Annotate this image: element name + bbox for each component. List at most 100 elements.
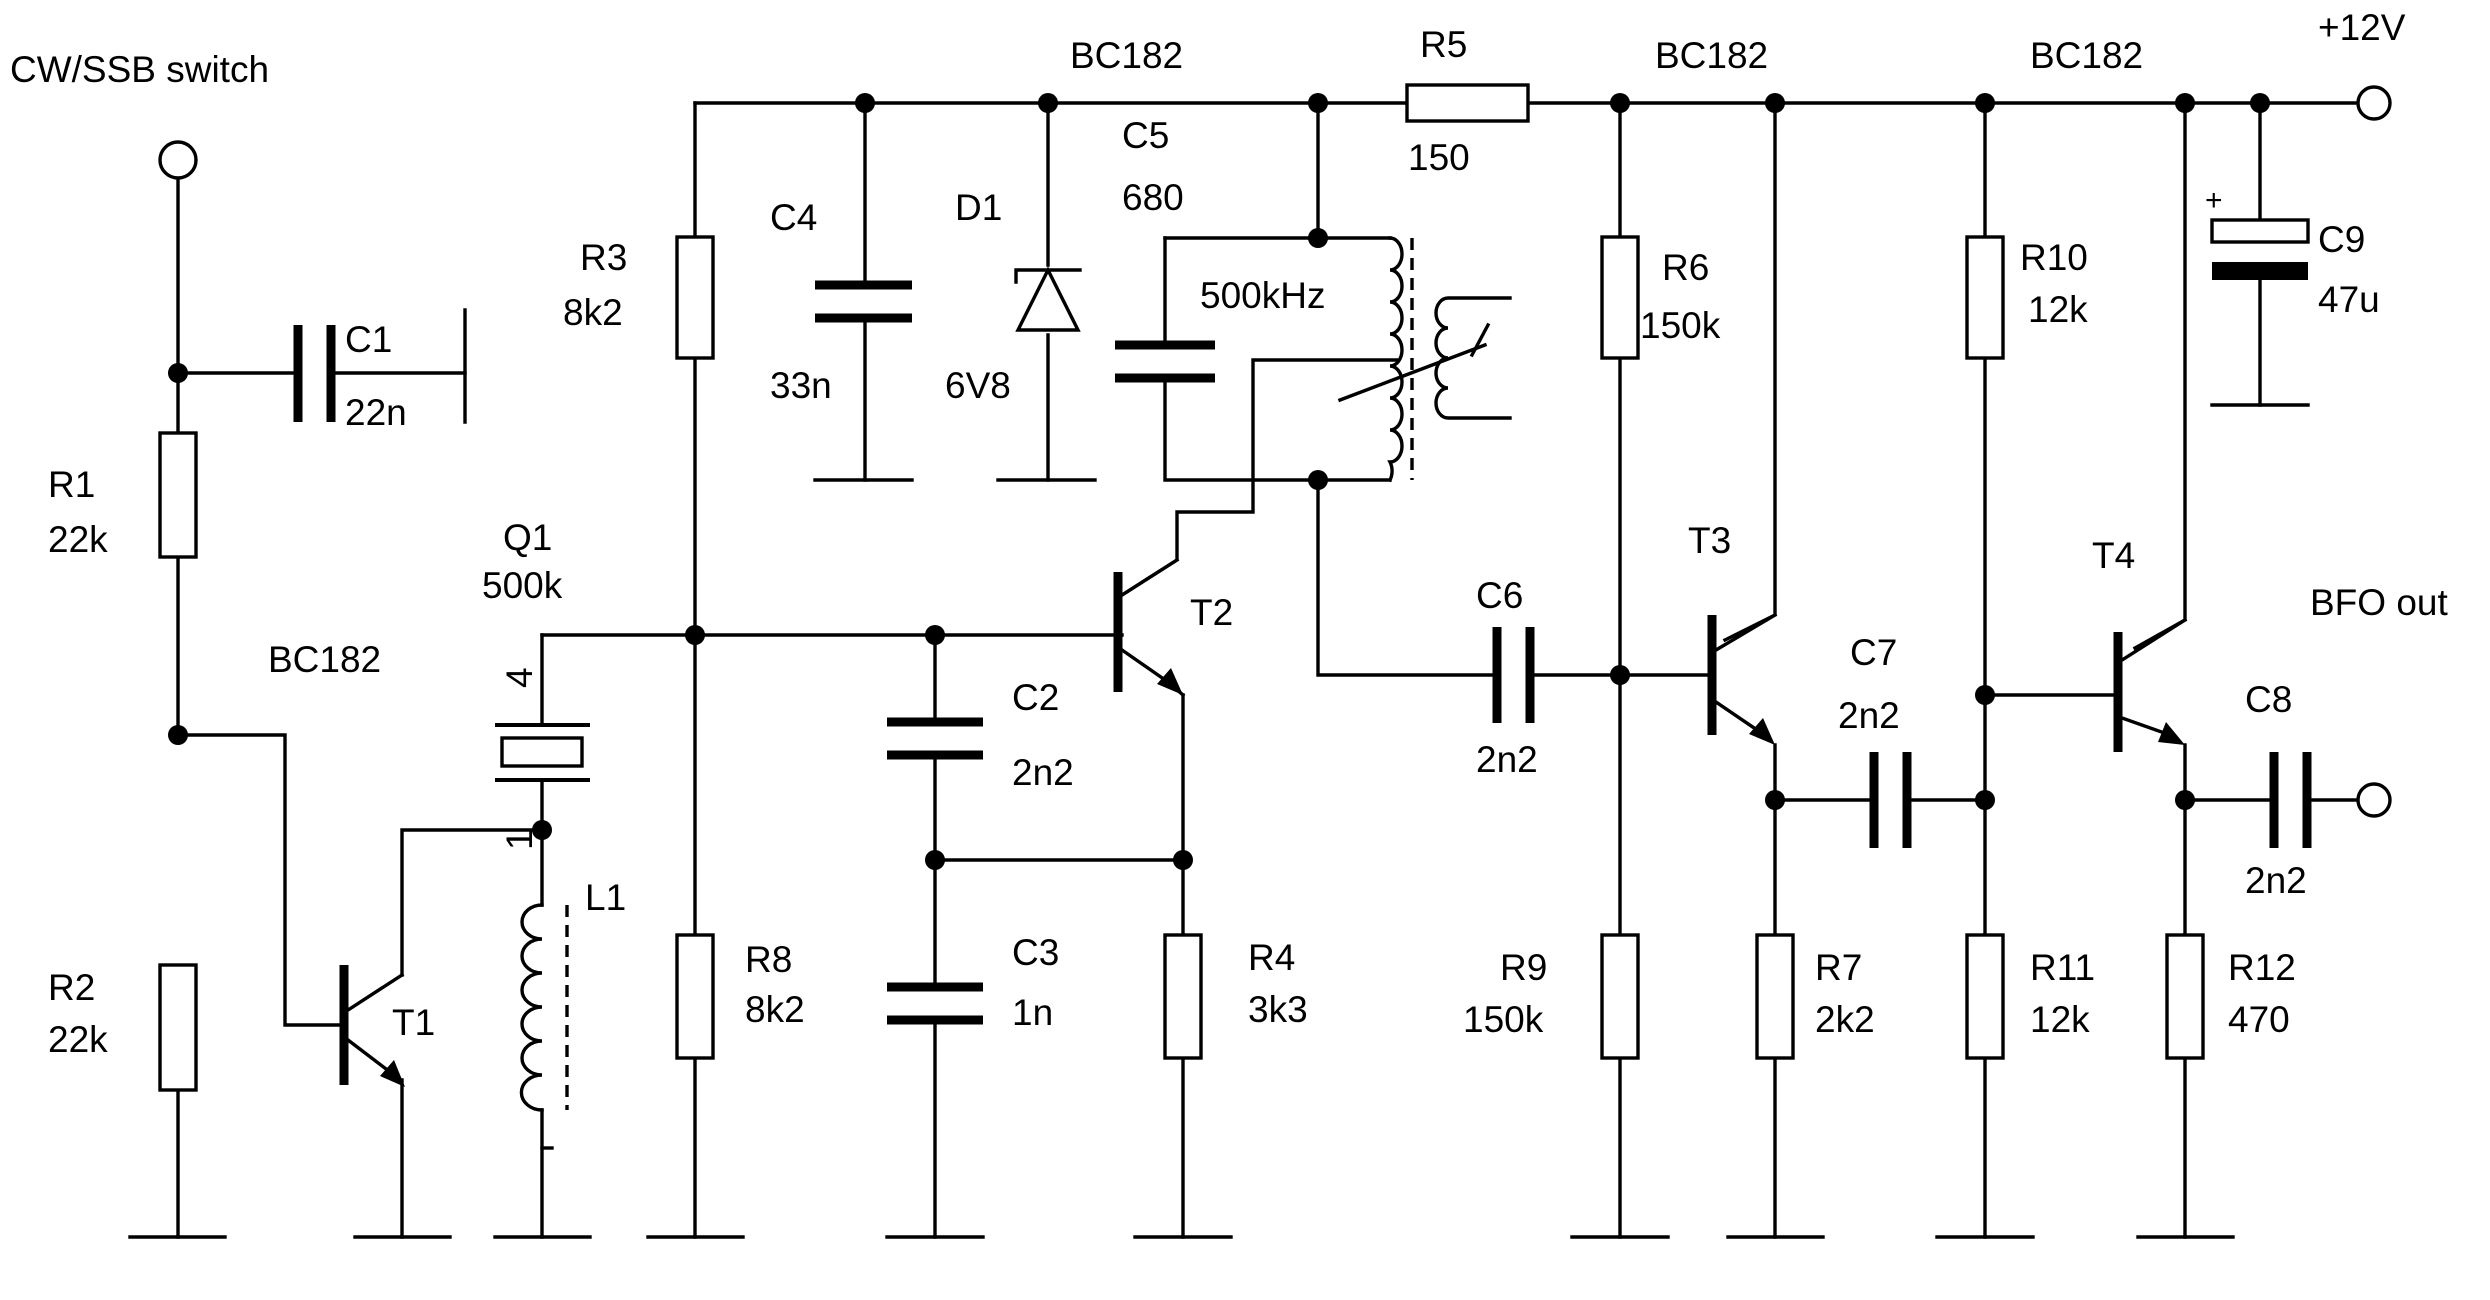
t1-transistor [339, 965, 405, 1087]
transistors [339, 557, 2188, 1087]
q1-crystal [495, 723, 590, 782]
q1-name: Q1 [503, 517, 552, 558]
t4-name: T4 [2092, 535, 2135, 576]
d1-value: 6V8 [945, 365, 1011, 406]
r12-resistor [2165, 933, 2205, 1060]
capacitors [293, 218, 2312, 1025]
c1-value: 22n [345, 392, 407, 433]
r5-name: R5 [1420, 24, 1467, 65]
supply-terminal [2356, 85, 2392, 121]
q1-pin4: 4 [499, 667, 540, 688]
c9-value: 47u [2318, 279, 2380, 320]
d1-name: D1 [955, 187, 1002, 228]
t2-name: T2 [1190, 592, 1233, 633]
r9-value: 150k [1463, 999, 1544, 1040]
r8-value: 8k2 [745, 989, 805, 1030]
r3-name: R3 [580, 237, 627, 278]
c3-value: 1n [1012, 992, 1053, 1033]
c3-capacitor [887, 982, 983, 1025]
r9-resistor [1600, 933, 1640, 1060]
c2-name: C2 [1012, 677, 1059, 718]
c6-capacitor [1492, 627, 1535, 723]
wires [176, 101, 2376, 1239]
r6-name: R6 [1662, 247, 1709, 288]
junction-dots [168, 93, 2270, 870]
bfo-output-terminal [2356, 782, 2392, 818]
r4-name: R4 [1248, 937, 1295, 978]
r4-value: 3k3 [1248, 989, 1308, 1030]
resistors [158, 83, 2205, 1092]
c9-name: C9 [2318, 219, 2365, 260]
c3-name: C3 [1012, 932, 1059, 973]
supply-label: +12V [2318, 7, 2406, 48]
t1-name: T1 [392, 1002, 435, 1043]
r6-value: 150k [1640, 305, 1721, 346]
c5-name: C5 [1122, 115, 1169, 156]
r5-resistor [1405, 83, 1530, 123]
r8-name: R8 [745, 939, 792, 980]
l1-name: L1 [585, 877, 626, 918]
c8-name: C8 [2245, 679, 2292, 720]
c4-value: 33n [770, 365, 832, 406]
r1-value: 22k [48, 519, 108, 560]
q1-pin1: 1 [499, 829, 540, 850]
r2-value: 22k [48, 1019, 108, 1060]
r7-name: R7 [1815, 947, 1862, 988]
r2-resistor [158, 963, 198, 1092]
r1-name: R1 [48, 464, 95, 505]
t4-type: BC182 [2030, 35, 2143, 76]
t3-type: BC182 [1655, 35, 1768, 76]
r10-value: 12k [2028, 289, 2088, 330]
t1-type: BC182 [268, 639, 381, 680]
tank-transformer [1337, 236, 1512, 483]
c5-value: 680 [1122, 177, 1184, 218]
terminals [158, 85, 2392, 818]
r3-value: 8k2 [563, 292, 623, 333]
c1-name: C1 [345, 319, 392, 360]
r7-value: 2k2 [1815, 999, 1875, 1040]
tank-frequency: 500kHz [1200, 275, 1325, 316]
c2-value: 2n2 [1012, 752, 1074, 793]
r2-name: R2 [48, 967, 95, 1008]
t2-transistor [1113, 557, 1186, 698]
t2-type: BC182 [1070, 35, 1183, 76]
r10-name: R10 [2020, 237, 2088, 278]
q1-value: 500k [482, 565, 563, 606]
c6-value: 2n2 [1476, 739, 1538, 780]
c5-capacitor [1115, 340, 1215, 383]
r9-name: R9 [1500, 947, 1547, 988]
r4-resistor [1163, 933, 1203, 1060]
c6-name: C6 [1476, 575, 1523, 616]
r11-resistor [1965, 933, 2005, 1060]
t3-name: T3 [1688, 520, 1731, 561]
l1-inductor [519, 903, 569, 1150]
c7-capacitor [1869, 752, 1912, 848]
c7-name: C7 [1850, 632, 1897, 673]
switch-input-terminal [158, 140, 198, 180]
bfo-out-label: BFO out [2310, 582, 2448, 623]
r11-name: R11 [2030, 947, 2095, 988]
r3-resistor [675, 235, 715, 360]
r10-resistor [1965, 235, 2005, 360]
cw-ssb-switch-label: CW/SSB switch [10, 49, 269, 90]
r7-resistor [1755, 933, 1795, 1060]
ground-symbols [128, 308, 2310, 1239]
t3-transistor [1707, 612, 1778, 745]
r5-value: 150 [1408, 137, 1470, 178]
c9-plus-sign: + [2205, 184, 2223, 217]
c4-name: C4 [770, 197, 817, 238]
c2-capacitor [887, 717, 983, 760]
r11-value: 12k [2030, 999, 2090, 1040]
r6-resistor [1600, 235, 1640, 360]
c9-capacitor [2210, 218, 2310, 280]
r12-name: R12 [2228, 947, 2296, 988]
labels: CW/SSB switch +12V BFO out R1 22k R2 22k… [10, 7, 2448, 1060]
t4-transistor [2113, 617, 2188, 752]
d1-zener-diode [1014, 266, 1082, 332]
c1-capacitor [293, 325, 336, 422]
c4-capacitor [815, 280, 912, 323]
r12-value: 470 [2228, 999, 2290, 1040]
r8-resistor [675, 933, 715, 1060]
c8-value: 2n2 [2245, 860, 2307, 901]
